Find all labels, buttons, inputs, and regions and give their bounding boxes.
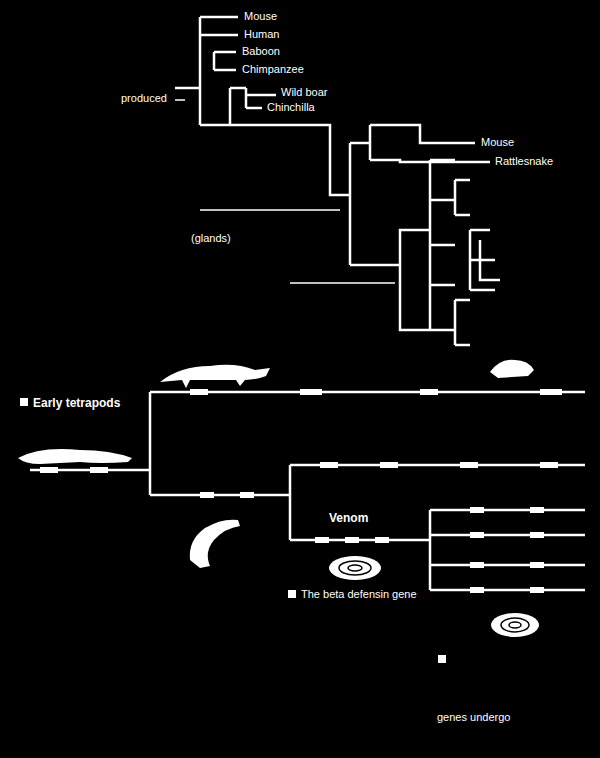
timeline-branches (30, 392, 585, 590)
animal-silhouettes (18, 360, 539, 637)
tree-label: genes undergo (436, 711, 511, 724)
tree-label: Chimpanzee (241, 63, 305, 76)
tree-label: Venom (328, 512, 369, 526)
tree-label: Baboon (241, 45, 281, 58)
tree-label: Mouse (243, 10, 278, 23)
tree-label: Early tetrapods (32, 397, 121, 411)
tree-label: Chinchilla (266, 101, 316, 114)
tree-label: produced (120, 92, 168, 105)
tree-label: Rattlesnake (494, 155, 554, 168)
tree-label: Human (243, 28, 280, 41)
tree-label: (glands) (190, 232, 232, 245)
gene-segments (20, 389, 562, 663)
tree-label: Wild boar (280, 86, 328, 99)
tree-label: Mouse (480, 136, 515, 149)
tree-branches (175, 17, 500, 345)
tree-label: The beta defensin gene (300, 588, 418, 601)
